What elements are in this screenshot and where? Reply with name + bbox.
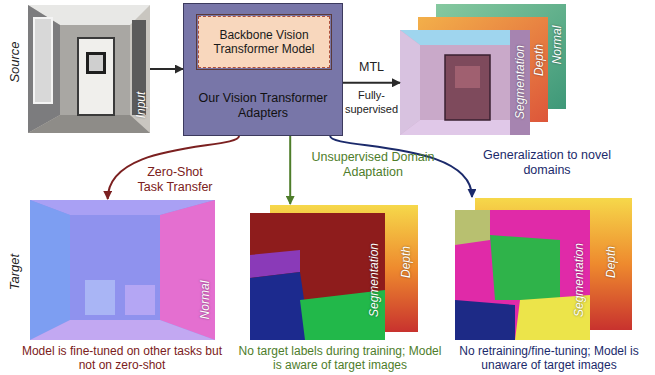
connector-arrow — [108, 136, 239, 199]
illustration-shape — [400, 30, 420, 135]
connector-arrow — [150, 68, 183, 70]
side-label: Target — [7, 254, 22, 290]
illustration-shape — [125, 285, 155, 315]
illustration-shape — [85, 280, 115, 315]
illustration-shape — [490, 235, 560, 300]
illustration-shape — [34, 18, 52, 103]
node-label: Segmentation — [513, 45, 527, 119]
illustration-shape — [250, 213, 385, 340]
illustration-shape — [400, 30, 530, 135]
note-label: No retraining/fine-tuning; Model is unaw… — [446, 344, 652, 372]
target-image: Segmentation Depth — [455, 198, 632, 340]
node-label: Depth — [532, 44, 546, 76]
node-label: Backbone Vision Transformer Model — [203, 28, 325, 56]
connector-arrow — [343, 82, 400, 84]
input-photo — [28, 5, 150, 133]
node-label: Our Vision Transformer Adapters — [190, 91, 336, 121]
illustration-shape — [160, 200, 215, 340]
side-label: Source — [7, 41, 22, 82]
normal-map-target — [30, 200, 215, 340]
illustration-shape — [455, 66, 480, 88]
input-image: Input — [28, 5, 150, 133]
illustration-shape — [30, 320, 215, 340]
adapter-box: Backbone Vision Transformer ModelOur Vis… — [183, 3, 343, 136]
node-label: Segmentation — [367, 243, 381, 317]
note-label: Model is fine-tuned on other tasks but n… — [12, 344, 232, 372]
novel-domain-target — [455, 198, 632, 340]
node-label: Normal — [198, 281, 212, 320]
edge-label: Zero-Shot Task Transfer — [136, 165, 214, 195]
edge-label: MTL — [343, 60, 400, 75]
illustration-shape — [445, 55, 490, 120]
illustration-shape — [28, 115, 150, 133]
note-label: No target labels during training; Model … — [236, 344, 444, 372]
illustration-shape — [78, 38, 114, 115]
illustration-shape — [89, 55, 103, 71]
uda-target — [250, 205, 418, 340]
illustration-shape — [30, 200, 215, 340]
connector-arrow — [289, 136, 291, 204]
node-label: Depth — [604, 246, 618, 278]
illustration-shape — [28, 5, 150, 133]
node-label: Input — [134, 92, 148, 119]
illustration-shape — [510, 30, 530, 135]
illustration-shape — [455, 210, 590, 340]
illustration-shape — [28, 5, 60, 133]
node-label: Normal — [550, 26, 564, 65]
edge-label: Generalization to novel domains — [482, 148, 612, 178]
output-stack: Segmentation Depth Normal — [400, 4, 566, 135]
node-label: Segmentation — [572, 243, 586, 317]
illustration-shape — [455, 300, 515, 340]
node-label: Depth — [399, 246, 413, 278]
target-image: Normal — [30, 200, 215, 340]
backbone-box: Backbone Vision Transformer Model — [198, 16, 330, 68]
target-image: Segmentation Depth — [250, 205, 418, 340]
output-stack — [400, 4, 566, 135]
note-label: Fully-supervised — [343, 88, 400, 116]
illustration-shape — [455, 210, 490, 245]
edge-label: Unsupervised Domain Adaptation — [298, 150, 448, 180]
illustration-shape — [86, 52, 106, 74]
illustration-shape — [60, 25, 130, 115]
illustration-shape — [30, 200, 70, 340]
